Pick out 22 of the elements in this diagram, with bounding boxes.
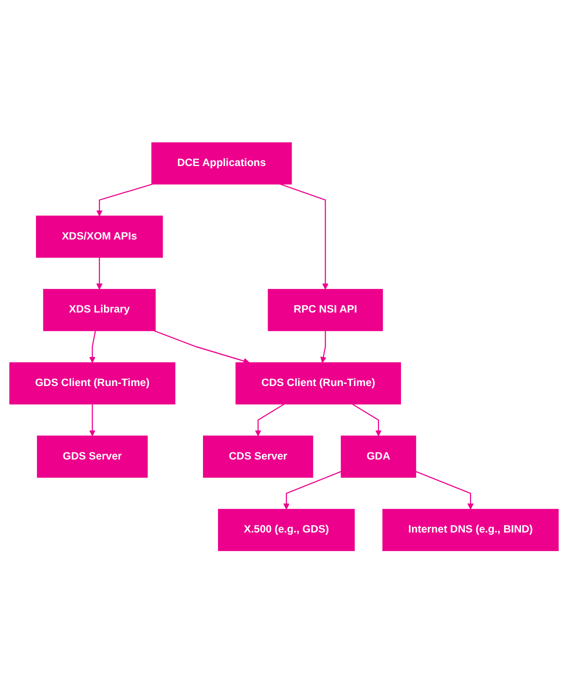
- arrow: [96, 258, 103, 290]
- process-box: GDS Client (Run-Time): [9, 362, 176, 405]
- process-box: DCE Applications: [151, 142, 292, 185]
- arrow: [89, 404, 96, 437]
- process-box: XDS/XOM APIs: [36, 216, 163, 258]
- process-box: X.500 (e.g., GDS): [218, 509, 355, 552]
- arrow: [283, 471, 342, 510]
- arrow: [320, 331, 326, 364]
- arrow: [416, 471, 474, 510]
- process-box: CDS Server: [202, 436, 314, 478]
- arrow: [96, 184, 153, 217]
- arrow: [254, 404, 285, 437]
- arrow: [280, 184, 328, 290]
- process-box: GDA: [340, 436, 416, 478]
- process-box: Internet DNS (e.g., BIND): [382, 509, 559, 552]
- arrow: [89, 330, 96, 364]
- process-box: GDS Server: [36, 436, 148, 478]
- arrow: [154, 330, 250, 364]
- process-box: CDS Client (Run-Time): [236, 362, 401, 405]
- process-box: RPC NSI API: [268, 289, 383, 332]
- arrow: [352, 404, 382, 437]
- process-box: XDS Library: [43, 289, 156, 332]
